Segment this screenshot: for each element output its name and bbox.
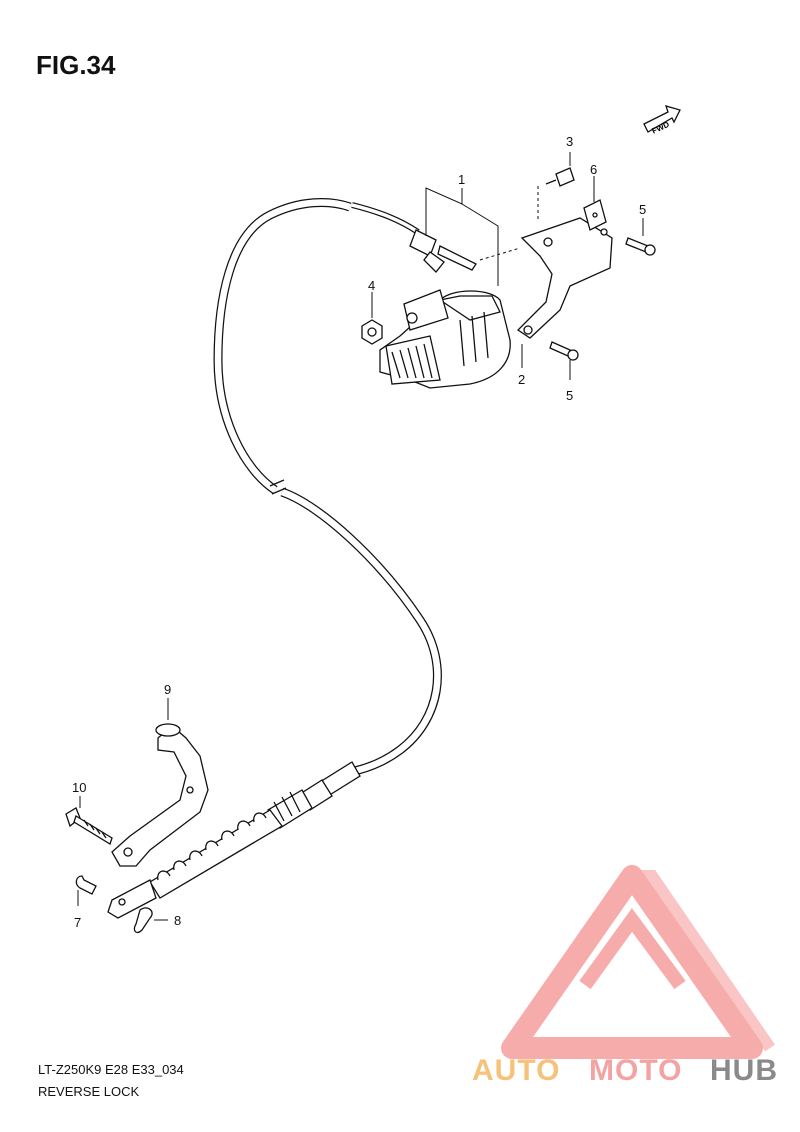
reverse-lock-cable	[213, 197, 442, 777]
watermark-moto: MOTO	[589, 1054, 682, 1087]
clevis-and-pin	[75, 875, 157, 934]
callout-10: 10	[72, 780, 86, 795]
callout-2: 2	[518, 372, 525, 387]
watermark-hub: HUB	[710, 1054, 778, 1087]
callout-9: 9	[164, 682, 171, 697]
callout-4: 4	[368, 278, 375, 293]
screw-3	[545, 167, 575, 187]
fwd-arrow-icon: FWD	[643, 105, 681, 136]
clip-6	[583, 199, 607, 231]
callout-8: 8	[174, 913, 181, 928]
section-name: REVERSE LOCK	[38, 1084, 140, 1099]
cable-upper-end	[409, 229, 477, 273]
leader-lines	[77, 152, 644, 921]
callout-1: 1	[458, 172, 465, 187]
model-code: LT-Z250K9 E28 E33_034	[38, 1062, 184, 1077]
reverse-lock-unit	[379, 289, 511, 389]
watermark-auto: AUTO	[472, 1054, 560, 1087]
screw-5-upper	[625, 237, 656, 256]
callout-7: 7	[74, 915, 81, 930]
screw-5-lower	[549, 341, 579, 361]
cable-bracket-lower	[111, 723, 209, 867]
watermark-text: AUTO MOTO HUB	[472, 1054, 778, 1087]
callout-3: 3	[566, 134, 573, 149]
callout-5-lower: 5	[566, 388, 573, 403]
callout-5-upper: 5	[639, 202, 646, 217]
callout-numbers: 1 2 3 4 5 5 6 7 8 9 10	[72, 134, 646, 930]
bracket-2	[516, 217, 613, 339]
figure-title: FIG.34	[36, 50, 116, 80]
callout-6: 6	[590, 162, 597, 177]
bolt-10	[65, 807, 113, 845]
cable-adjuster-end	[149, 761, 361, 899]
nut-4	[361, 319, 383, 345]
watermark-logo	[501, 865, 775, 1059]
